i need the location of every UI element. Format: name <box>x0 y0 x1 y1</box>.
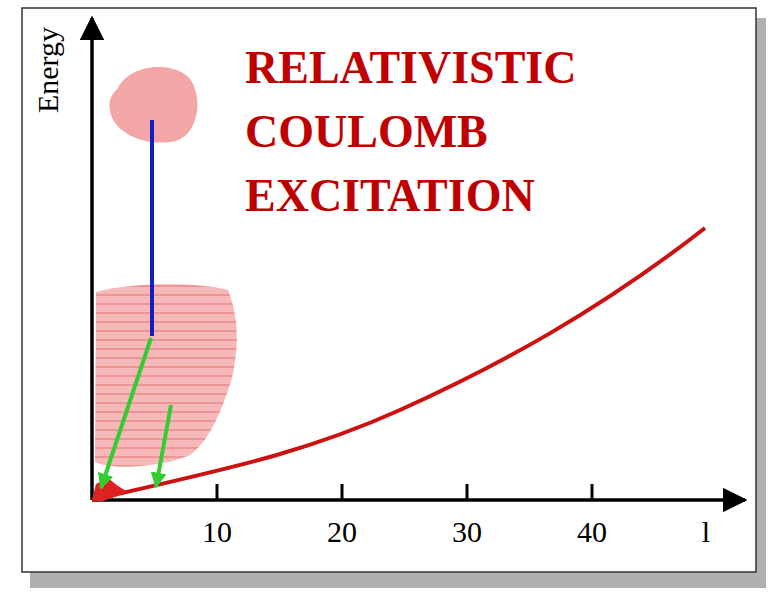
axis-label: Energy <box>31 27 65 113</box>
excitation-arrow <box>150 120 154 336</box>
tick-label: 30 <box>452 515 482 549</box>
tick-label: 10 <box>202 515 232 549</box>
frame <box>22 8 756 572</box>
x-axis <box>92 498 745 502</box>
axis-label: l <box>702 515 710 549</box>
decay-arrow <box>101 338 151 488</box>
yrast-curve <box>92 228 705 500</box>
decay-arrow <box>156 405 171 487</box>
tick-label: 40 <box>577 515 607 549</box>
ground-spot <box>92 478 128 502</box>
y-axis <box>90 18 94 500</box>
title: RELATIVISTIC COULOMB EXCITATION <box>245 36 605 228</box>
tick-label: 20 <box>327 515 357 549</box>
ticks <box>217 484 592 500</box>
